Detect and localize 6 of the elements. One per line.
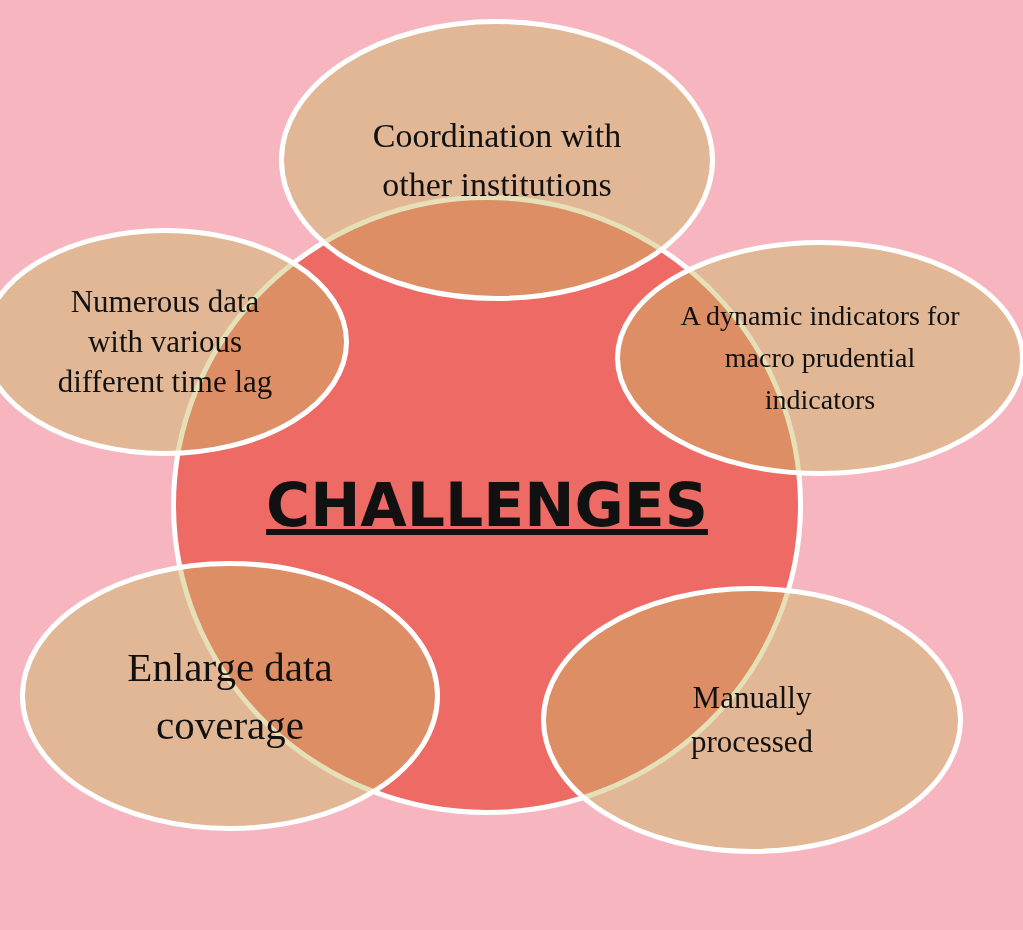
challenge-text: Numerous data with various different time lag [56,283,274,401]
challenge-text: A dynamic indicators for macro prudential indicators [680,299,960,417]
title-text: CHALLENGES [266,470,708,540]
challenge-text: Coordination with other institutions [371,116,623,205]
challenge-text: Manually processed [689,679,815,761]
challenge-text: Enlarge data coverage [126,643,334,750]
